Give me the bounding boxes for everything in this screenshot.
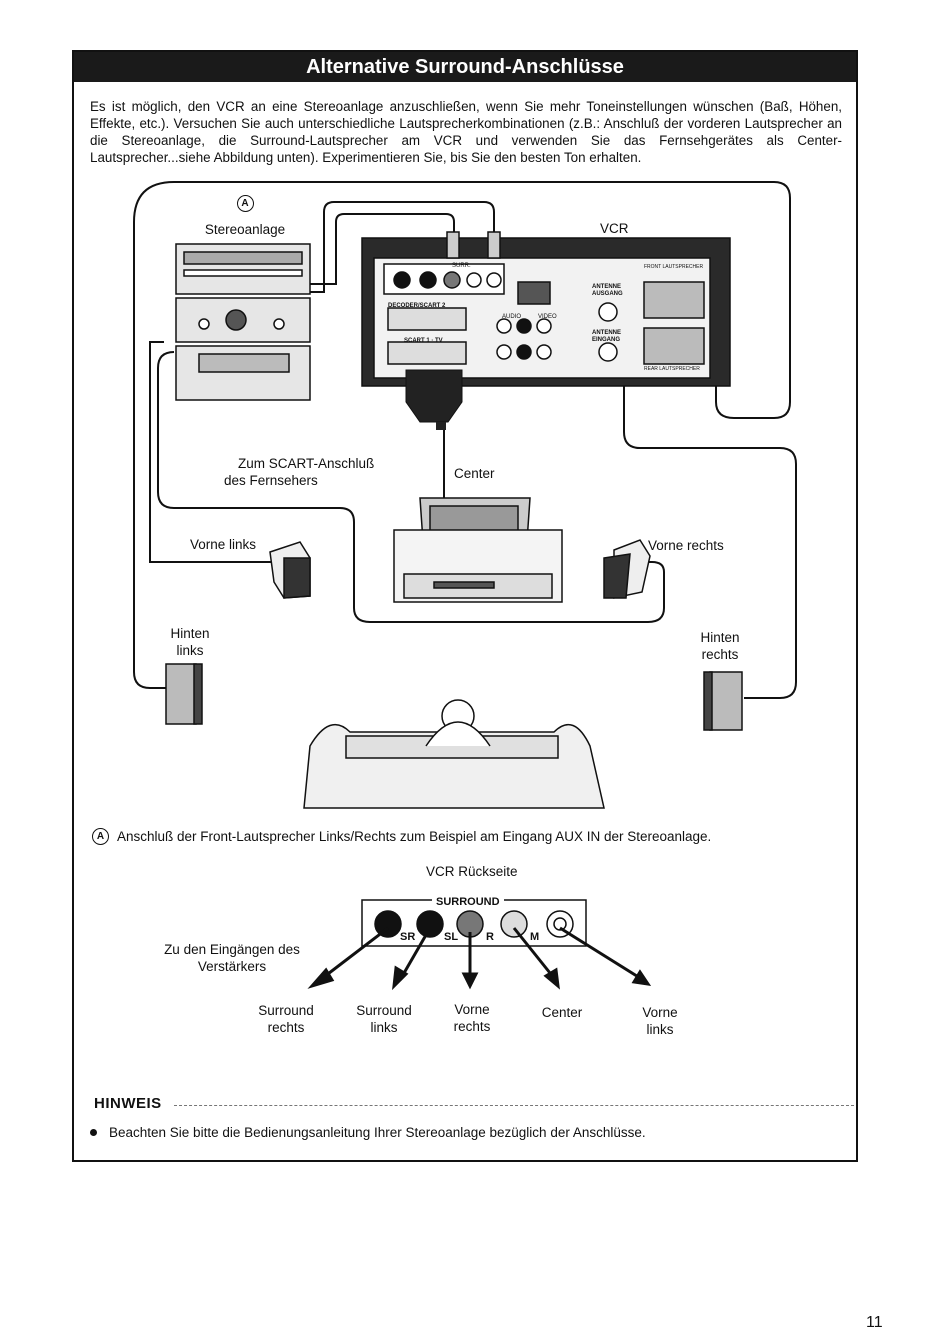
scart-label-2: des Fernsehers [224, 473, 318, 488]
output-label-3a: Vorne [454, 1002, 490, 1017]
center-label: Center [454, 466, 495, 481]
rear-left-label-2: links [176, 643, 204, 658]
output-label-5b: links [646, 1022, 674, 1037]
panel-rear-ls-label: REAR LAUTSPRECHER [644, 366, 700, 372]
scart-label-1: Zum SCART-Anschluß [238, 456, 375, 471]
hinweis-note: Beachten Sie bitte die Bedienungsanleitu… [90, 1125, 646, 1140]
television [393, 497, 563, 603]
amp-label-1: Zu den Eingängen des [164, 942, 300, 957]
surround-wiring-diagram [133, 181, 797, 991]
stereo-label: Stereoanlage [204, 222, 286, 237]
speaker-rear-right [703, 671, 743, 731]
rear-left-label-1: Hinten [170, 626, 210, 641]
marker-a-icon: A [92, 828, 109, 845]
rear-panel-title: VCR Rückseite [426, 864, 518, 879]
speaker-rear-left [165, 663, 203, 725]
note-a: A Anschluß der Front-Lautsprecher Links/… [92, 828, 711, 845]
page-title: Alternative Surround-Anschlüsse [74, 52, 856, 82]
sofa-listener [303, 699, 605, 809]
panel-antenne-aus-label: ANTENNE AUSGANG [592, 284, 623, 297]
front-right-label: Vorne rechts [648, 538, 724, 553]
page-number: 11 [866, 1314, 883, 1331]
output-arrows [307, 926, 652, 991]
panel-decoder-label: DECODER/SCART 2 [388, 303, 446, 309]
panel-surround-label: SURR. [452, 263, 471, 269]
output-label-2b: links [370, 1020, 398, 1035]
output-label-1b: rechts [267, 1020, 305, 1035]
rear-right-label-2: rechts [701, 647, 739, 662]
output-label-3b: rechts [453, 1019, 491, 1034]
stereo-system [175, 243, 311, 401]
output-label-2a: Surround [356, 1003, 412, 1018]
note-a-text: Anschluß der Front-Lautsprecher Links/Re… [117, 829, 712, 844]
bullet-icon [90, 1129, 97, 1136]
jack-sr: SR [400, 931, 416, 943]
jack-r: R [486, 931, 494, 943]
scart-plug [405, 369, 463, 423]
panel-video-label: VIDEO [538, 314, 557, 320]
intro-paragraph: Es ist möglich, den VCR an eine Stereoan… [90, 99, 842, 165]
hinweis-text: Beachten Sie bitte die Bedienungsanleitu… [109, 1125, 646, 1140]
panel-audio-label: AUDIO [502, 314, 522, 320]
surround-label: SURROUND [432, 894, 504, 910]
hinweis-title: HINWEIS [94, 1095, 162, 1112]
rca-plugs [446, 231, 501, 259]
rear-right-label-1: Hinten [700, 630, 740, 645]
panel-front-ls-label: FRONT LAUTSPRECHER [644, 264, 704, 270]
panel-scart1-label: SCART 1 · TV [404, 338, 443, 344]
output-label-4a: Center [541, 1005, 583, 1020]
panel-antenne-ein-label: ANTENNE EINGANG [592, 330, 622, 343]
output-label-1a: Surround [258, 1003, 314, 1018]
amp-label-2: Verstärkers [197, 959, 267, 974]
jack-m: M [530, 931, 540, 943]
hinweis-divider [174, 1105, 854, 1106]
speaker-front-right [603, 539, 651, 599]
vcr-label: VCR [600, 221, 629, 236]
page-frame: Alternative Surround-Anschlüsse Es ist m… [72, 50, 858, 1162]
marker-a: A [230, 194, 260, 212]
jack-sl: SL [444, 931, 459, 943]
vcr-rear-panel [361, 237, 731, 387]
front-left-label: Vorne links [190, 537, 257, 552]
speaker-front-left [269, 541, 311, 599]
output-label-5a: Vorne [642, 1005, 678, 1020]
